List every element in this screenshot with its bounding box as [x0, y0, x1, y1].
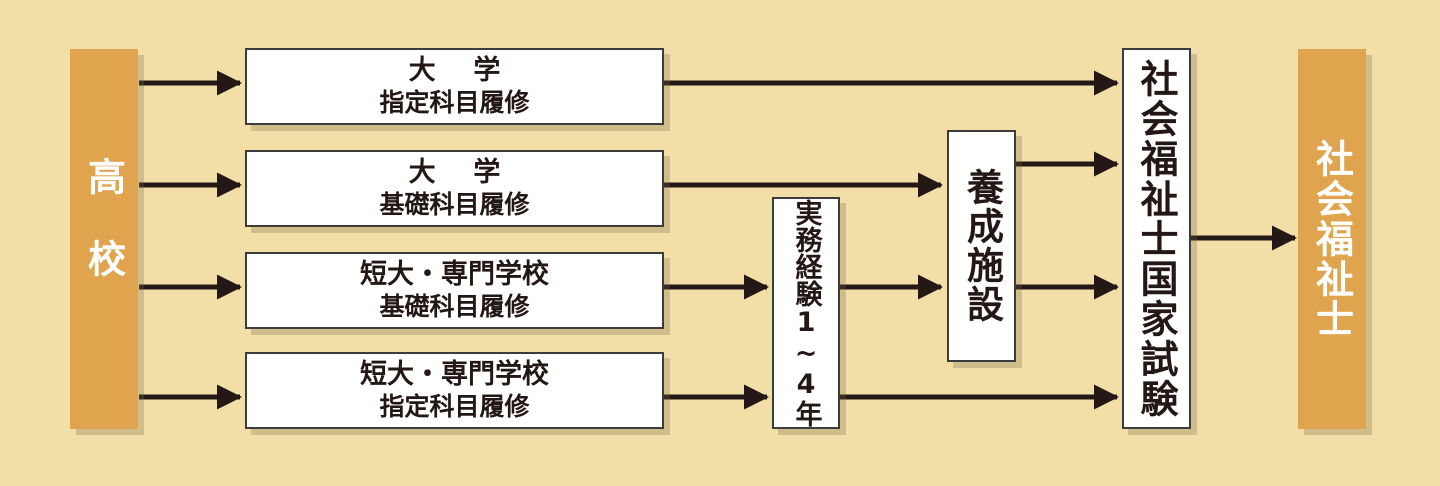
social-worker-box: 社会福祉士 — [1298, 49, 1366, 429]
work-experience-box: 実務経験1~4年 — [772, 197, 840, 429]
junior-basic-line2: 基礎科目履修 — [379, 291, 530, 321]
junior-basic-line1: 短大・専門学校 — [360, 258, 549, 290]
national-exam-box: 社会福祉士国家試験 — [1122, 48, 1191, 429]
univ-basic-line1: 大学 — [408, 156, 539, 188]
training-facility-box: 養成施設 — [947, 130, 1016, 362]
high-school-label: 高校 — [81, 157, 126, 321]
univ-designated-line1: 大学 — [408, 54, 539, 86]
junior-designated-box: 短大・専門学校 指定科目履修 — [245, 352, 664, 429]
univ-designated-box: 大学 指定科目履修 — [245, 48, 664, 125]
high-school-box: 高校 — [70, 49, 138, 429]
univ-designated-line2: 指定科目履修 — [379, 87, 530, 117]
national-exam-label: 社会福祉士国家試験 — [1134, 58, 1178, 419]
junior-basic-box: 短大・専門学校 基礎科目履修 — [245, 252, 664, 329]
social-worker-label: 社会福祉士 — [1309, 139, 1354, 339]
univ-basic-line2: 基礎科目履修 — [379, 189, 530, 219]
training-facility-label: 養成施設 — [960, 168, 1004, 324]
junior-designated-line2: 指定科目履修 — [379, 391, 530, 421]
univ-basic-box: 大学 基礎科目履修 — [245, 150, 664, 227]
work-experience-label: 実務経験1~4年 — [790, 199, 822, 427]
junior-designated-line1: 短大・専門学校 — [360, 358, 549, 390]
